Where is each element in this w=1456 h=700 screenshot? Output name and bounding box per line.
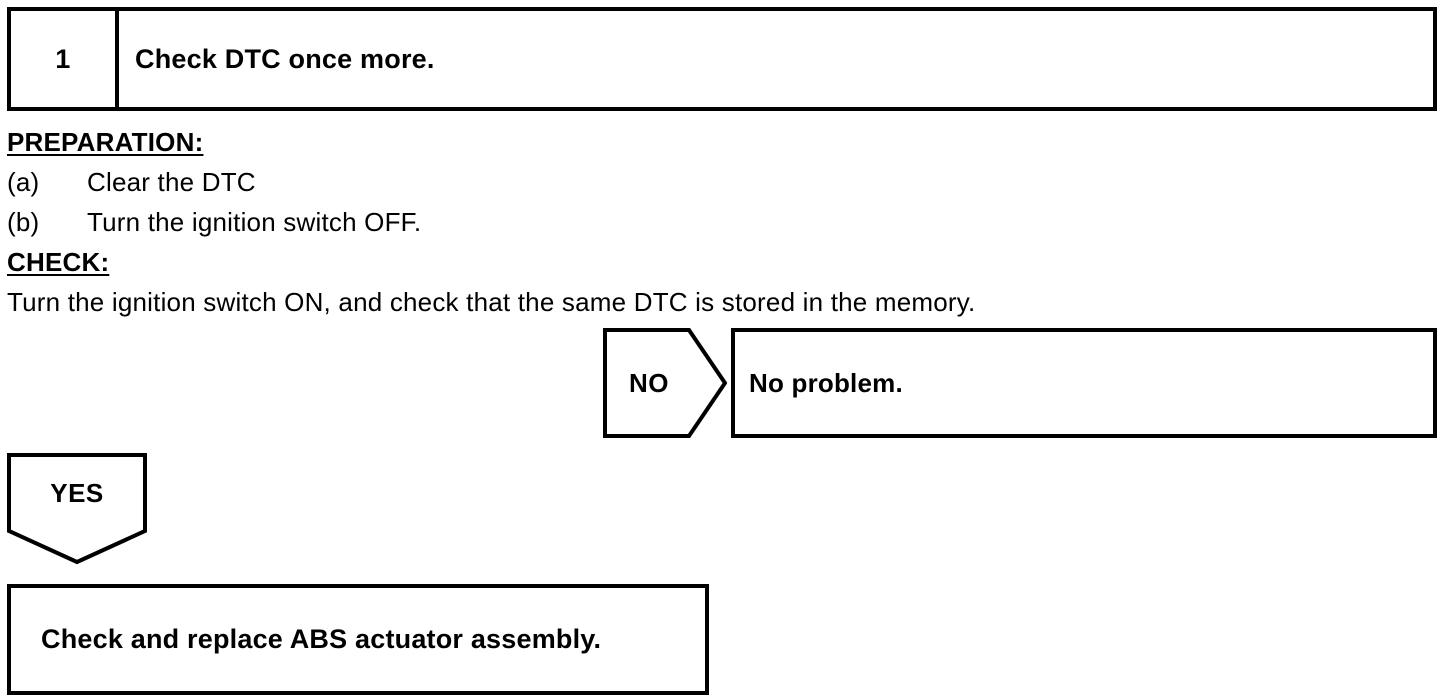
step-title-cell: Check DTC once more. [135, 43, 435, 74]
preparation-item-a-marker: (a) [7, 167, 40, 197]
arrow-right-pentagon-icon [603, 328, 727, 438]
preparation-item-b-marker: (b) [7, 207, 40, 237]
preparation-item-b-text: Turn the ignition switch OFF. [87, 207, 422, 237]
preparation-item-a-text: Clear the DTC [87, 167, 256, 197]
no-result-box: No problem. [731, 328, 1437, 438]
yes-branch-label: YES [50, 477, 104, 508]
check-heading: CHECK: [7, 247, 110, 277]
no-branch-arrow: NO [603, 328, 727, 438]
yes-result-box: Check and replace ABS actuator assembly. [7, 584, 709, 695]
yes-branch-arrow: YES [7, 453, 147, 565]
preparation-item-a: (a) Clear the DTC [7, 162, 1437, 202]
step-number-cell: 1 [11, 11, 119, 107]
preparation-heading: PREPARATION: [7, 127, 204, 157]
step-header-table: 1 Check DTC once more. [7, 7, 1437, 111]
no-branch-label: NO [629, 367, 669, 398]
procedure-body: PREPARATION: (a) Clear the DTC (b) Turn … [7, 122, 1437, 322]
preparation-item-b: (b) Turn the ignition switch OFF. [7, 202, 1437, 242]
arrow-down-pentagon-icon [7, 453, 147, 565]
check-text: Turn the ignition switch ON, and check t… [7, 287, 976, 317]
